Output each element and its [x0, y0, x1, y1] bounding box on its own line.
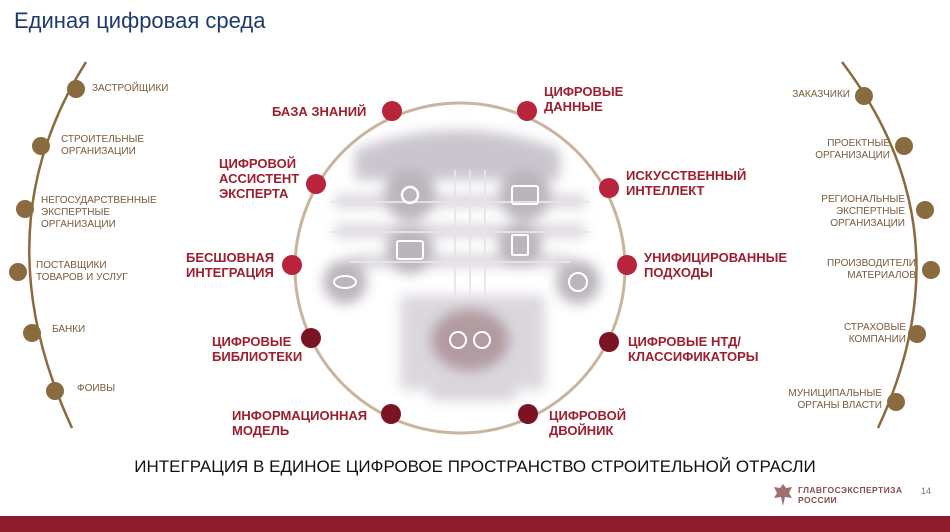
central-illustration — [323, 130, 600, 400]
page-number: 14 — [921, 486, 932, 496]
label-seamless-integration: БЕСШОВНАЯ ИНТЕГРАЦИЯ — [186, 250, 275, 280]
label-info-model: ИНФОРМАЦИОННАЯ МОДЕЛЬ — [232, 408, 368, 438]
brain-gear-icon — [473, 331, 491, 349]
search-icon — [400, 185, 420, 205]
left-arc — [28, 61, 88, 429]
circuit-lines — [330, 170, 590, 300]
right-item-insurance: СТРАХОВЫЕ КОМПАНИИ — [844, 322, 906, 345]
right-arc — [841, 61, 918, 429]
right-node — [887, 393, 905, 411]
brain-gear-icon — [449, 331, 467, 349]
right-item-regional-expert-orgs: РЕГИОНАЛЬНЫЕ ЭКСПЕРТНЫЕ ОРГАНИЗАЦИИ — [821, 194, 905, 229]
right-node — [908, 325, 926, 343]
right-item-customers: ЗАКАЗЧИКИ — [792, 89, 850, 100]
illustration-icons — [333, 185, 588, 349]
logo: ГЛАВГОСЭКСПЕРТИЗА РОССИИ — [772, 480, 912, 510]
right-node — [922, 261, 940, 279]
browser-icon — [396, 240, 424, 260]
left-node — [9, 263, 27, 281]
label-ai: ИСКУССТВЕННЫЙ ИНТЕЛЛЕКТ — [626, 168, 747, 198]
right-item-material-producers: ПРОИЗВОДИТЕЛИ МАТЕРИАЛОВ — [826, 258, 916, 281]
label-digital-data: ЦИФРОВЫЕ ДАННЫЕ — [544, 84, 624, 114]
right-item-municipal: МУНИЦИПАЛЬНЫЕ ОРГАНЫ ВЛАСТИ — [788, 388, 882, 411]
right-node — [916, 201, 934, 219]
label-knowledge-base: БАЗА ЗНАНИЙ — [272, 104, 367, 119]
ring-node-digital-twin — [518, 404, 538, 424]
label-digital-ntd: ЦИФРОВЫЕ НТД/ КЛАССИФИКАТОРЫ — [628, 334, 759, 364]
left-node — [32, 137, 50, 155]
label-unified-approaches: УНИФИЦИРОВАННЫЕ ПОДХОДЫ — [644, 250, 788, 280]
ring-node-digital-libraries — [301, 328, 321, 348]
ring-node-seamless-integration — [282, 255, 302, 275]
left-item-foiv: ФОИВЫ — [77, 383, 116, 394]
left-node — [46, 382, 64, 400]
left-nodes — [9, 80, 85, 400]
ring-node-digital-assistant — [306, 174, 326, 194]
label-digital-libraries: ЦИФРОВЫЕ БИБЛИОТЕКИ — [212, 334, 303, 364]
left-node — [16, 200, 34, 218]
page-title: Единая цифровая среда — [14, 8, 266, 33]
logo-line1: ГЛАВГОСЭКСПЕРТИЗА — [798, 485, 903, 495]
ring-node-digital-data — [517, 101, 537, 121]
ring-node-ai — [599, 178, 619, 198]
right-nodes — [855, 87, 940, 411]
left-item-banks: БАНКИ — [52, 324, 86, 335]
document-icon — [511, 234, 529, 256]
label-digital-assistant: ЦИФРОВОЙ АССИСТЕНТ ЭКСПЕРТА — [219, 156, 300, 201]
left-item-nongov-expert-orgs: НЕГОСУДАРСТВЕННЫЕ ЭКСПЕРТНЫЕ ОРГАНИЗАЦИИ — [41, 195, 157, 230]
bottom-bar — [0, 516, 950, 532]
right-node — [855, 87, 873, 105]
ring-node-info-model — [381, 404, 401, 424]
ring-nodes — [282, 101, 637, 424]
right-item-design-orgs: ПРОЕКТНЫЕ ОРГАНИЗАЦИИ — [815, 138, 890, 161]
chart-icon — [511, 185, 539, 205]
ring-node-knowledge-base — [382, 101, 402, 121]
left-node — [67, 80, 85, 98]
right-node — [895, 137, 913, 155]
left-node — [23, 324, 41, 342]
tagline: ИНТЕГРАЦИЯ В ЕДИНОЕ ЦИФРОВОЕ ПРОСТРАНСТВ… — [134, 457, 816, 476]
gear-icon — [568, 272, 588, 292]
left-item-suppliers: ПОСТАВЩИКИ ТОВАРОВ И УСЛУГ — [36, 260, 128, 283]
logo-line2: РОССИИ — [798, 495, 838, 505]
eye-icon — [333, 275, 357, 289]
ring-node-unified-approaches — [617, 255, 637, 275]
ring-node-digital-ntd — [599, 332, 619, 352]
left-item-developers: ЗАСТРОЙЩИКИ — [92, 83, 169, 94]
left-item-construction-orgs: СТРОИТЕЛЬНЫЕ ОРГАНИЗАЦИИ — [61, 134, 145, 157]
label-digital-twin: ЦИФРОВОЙ ДВОЙНИК — [549, 408, 627, 438]
eagle-emblem-icon — [774, 484, 792, 506]
